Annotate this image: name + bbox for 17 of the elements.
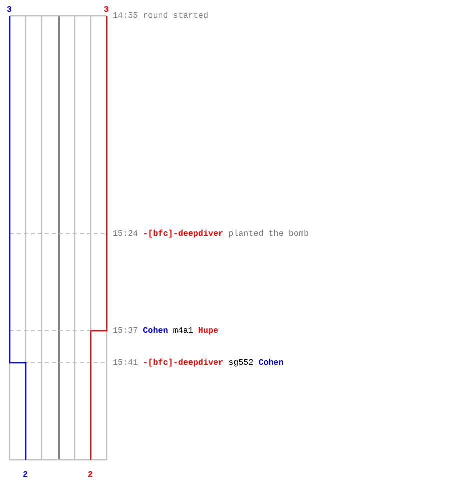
- timestamp: 15:41: [113, 358, 138, 368]
- event-text: planted the bomb: [228, 229, 309, 239]
- event-text: round started: [143, 11, 208, 21]
- timestamp: 15:24: [113, 229, 138, 239]
- team-count: 3: [7, 5, 12, 15]
- team-count: 2: [88, 470, 94, 480]
- player-name: -[bfc]-deepdiver: [143, 358, 224, 368]
- weapon-name: sg552: [228, 358, 254, 368]
- player-name: -[bfc]-deepdiver: [143, 229, 224, 239]
- player-name: Cohen: [143, 326, 168, 336]
- weapon-name: m4a1: [173, 326, 194, 336]
- team-count: 3: [104, 5, 110, 15]
- timestamp: 14:55: [113, 11, 138, 21]
- timestamp: 15:37: [113, 326, 138, 336]
- team-count: 2: [23, 470, 28, 480]
- player-name: Hupe: [198, 326, 218, 336]
- player-name: Cohen: [258, 358, 284, 368]
